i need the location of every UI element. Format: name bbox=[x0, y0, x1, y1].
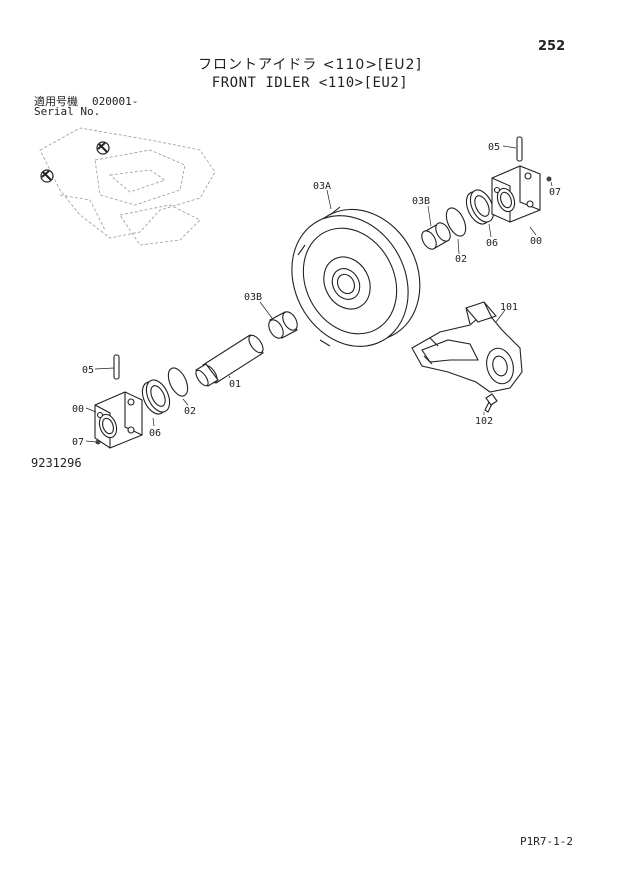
callout-bushing-right: 03B bbox=[412, 196, 430, 207]
callout-bearing-right: 00 bbox=[530, 236, 542, 247]
bearing-housing-left bbox=[94, 391, 143, 449]
bracket-bolt bbox=[484, 393, 498, 413]
bushing-right bbox=[421, 222, 451, 250]
bushing-left bbox=[268, 311, 298, 339]
seal-left bbox=[141, 379, 171, 415]
callout-nut-right: 07 bbox=[549, 187, 561, 198]
serial-label-japanese: 適用号機 bbox=[34, 95, 78, 108]
page-number: 252 bbox=[538, 39, 566, 54]
callout-oring-left: 02 bbox=[184, 406, 196, 417]
serial-label-english: Serial No. bbox=[34, 105, 101, 118]
callout-shaft: 01 bbox=[229, 379, 241, 390]
title-japanese: フロントアイドラ <110>[EU2] bbox=[198, 57, 422, 73]
thumbnail-highlight-icon bbox=[40, 141, 110, 183]
callout-bearing-left: 00 bbox=[72, 404, 84, 415]
callout-idler-wheel: 03A bbox=[313, 181, 331, 192]
nut-left bbox=[95, 439, 101, 445]
location-thumbnail bbox=[39, 127, 216, 246]
callout-bolt: 102 bbox=[475, 416, 493, 427]
callout-seal-left: 06 bbox=[149, 428, 161, 439]
o-ring-left bbox=[167, 367, 189, 397]
callout-nut-left: 07 bbox=[72, 437, 84, 448]
callout-labels: 05 07 00 06 02 03A 03B 03B 101 102 01 05… bbox=[72, 142, 561, 448]
diagram-id: 9231296 bbox=[31, 456, 82, 470]
callout-bushing-left: 03B bbox=[244, 292, 262, 303]
pin-right bbox=[516, 136, 523, 162]
callout-seal-right: 06 bbox=[486, 238, 498, 249]
idler-bracket bbox=[411, 301, 523, 393]
seal-right bbox=[465, 189, 495, 225]
idler-wheel bbox=[291, 206, 421, 347]
nut-right bbox=[546, 176, 552, 182]
callout-bracket: 101 bbox=[500, 302, 518, 313]
callout-oring-right: 02 bbox=[455, 254, 467, 265]
title-english: FRONT IDLER <110>[EU2] bbox=[211, 75, 409, 91]
bearing-housing-right bbox=[491, 165, 541, 223]
leader-lines bbox=[85, 145, 553, 443]
pin-left bbox=[113, 354, 120, 380]
idler-shaft bbox=[195, 334, 264, 387]
callout-pin-left: 05 bbox=[82, 365, 94, 376]
callout-pin-right: 05 bbox=[488, 142, 500, 153]
page-code: P1R7-1-2 bbox=[520, 835, 573, 848]
o-ring-right bbox=[445, 207, 467, 237]
serial-value: 020001- bbox=[92, 95, 139, 108]
